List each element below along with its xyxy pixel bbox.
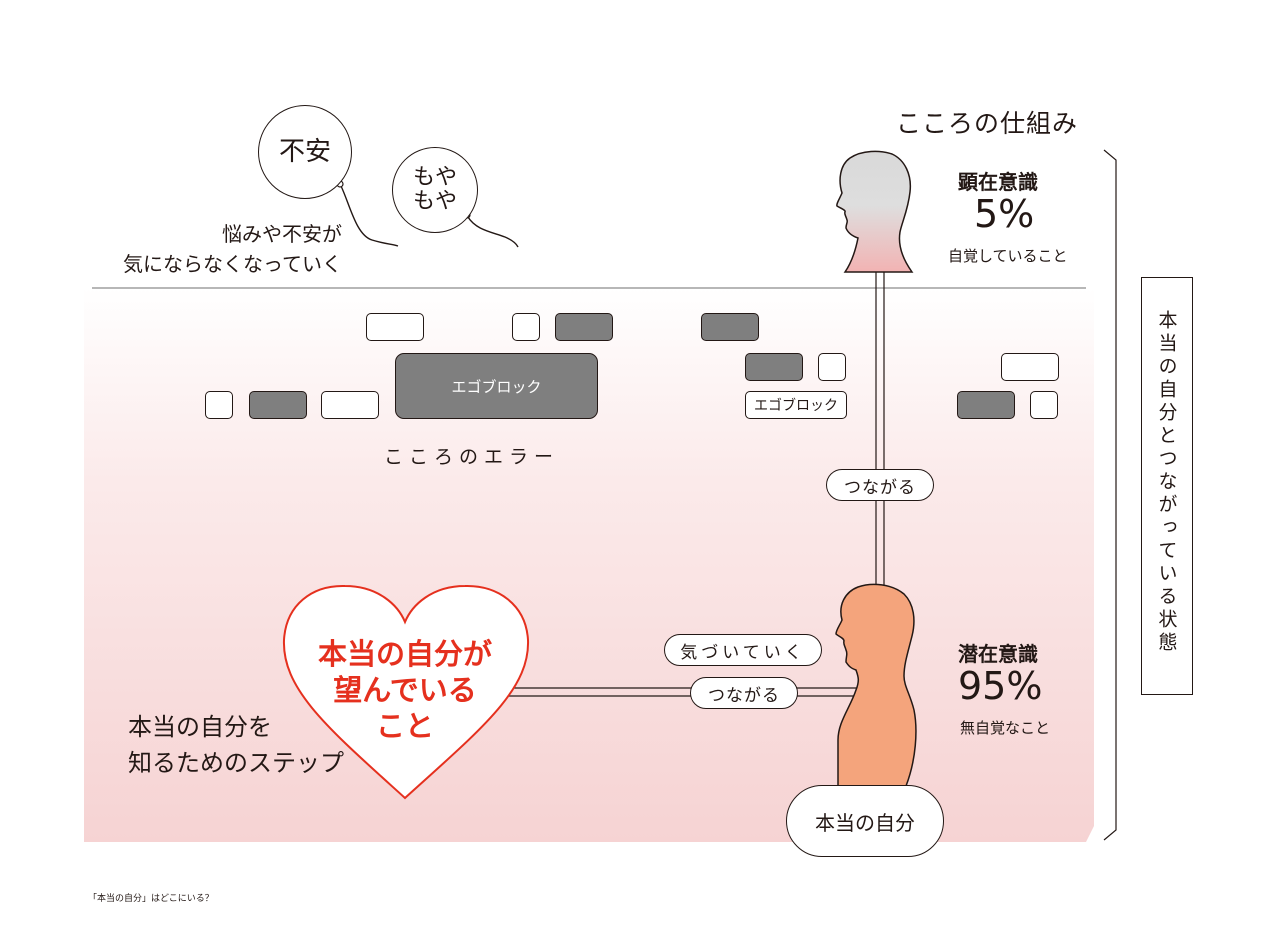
- notice-pill: 気づいていく: [664, 634, 822, 666]
- subconscious-desc: 無自覚なこと: [960, 719, 1051, 737]
- subconscious-label: 潜在意識: [958, 642, 1038, 666]
- ego-block: [321, 391, 379, 419]
- ego-block: [555, 313, 613, 341]
- ego-block: [818, 353, 846, 381]
- steps-text-line1: 本当の自分を: [128, 713, 272, 741]
- ego-block-small: エゴブロック: [745, 391, 847, 419]
- vertical-caption-box: 本当の自分とつながっている状態: [1141, 277, 1193, 695]
- worry-text-line1: 悩みや不安が: [222, 222, 342, 246]
- ego-block-large: エゴブロック: [395, 353, 598, 419]
- moya-bubble-tail: [467, 216, 519, 248]
- subconscious-percent: 95%: [958, 664, 1043, 708]
- anxiety-bubble-tail: [340, 185, 399, 247]
- mind-error-caption: こころのエラー: [384, 446, 560, 468]
- heart-shape: [282, 584, 530, 800]
- ego-block-small-label: エゴブロック: [754, 398, 838, 414]
- ego-block: [205, 391, 233, 419]
- ego-block: [366, 313, 424, 341]
- steps-text-line2: 知るためのステップ: [128, 749, 344, 777]
- moya-bubble-line2: もや: [412, 189, 457, 214]
- conscious-desc: 自覚していること: [948, 247, 1068, 265]
- heart-text-line2: 望んでいる: [333, 673, 477, 707]
- subconscious-body-icon: [835, 583, 917, 787]
- heart-text-line3: こと: [375, 709, 434, 743]
- connect-pill-vertical: つながる: [826, 469, 934, 501]
- anxiety-bubble: 不安: [258, 105, 352, 199]
- steps-text: 本当の自分を 知るためのステップ: [128, 709, 344, 781]
- footer-caption: 「本当の自分」はどこにいる？: [88, 894, 214, 904]
- right-bracket: [1103, 149, 1117, 841]
- ego-block: [957, 391, 1015, 419]
- page-title: こころの仕組み: [896, 109, 1079, 138]
- connect-pill-horizontal: つながる: [690, 677, 798, 709]
- true-self-text: 本当の自分: [815, 810, 915, 835]
- ego-block: [249, 391, 307, 419]
- area-corner: [1086, 288, 1094, 842]
- worry-text-line2: 気にならなくなっていく: [123, 252, 342, 276]
- ego-block: [512, 313, 540, 341]
- heart-text-line1: 本当の自分が: [317, 637, 492, 671]
- true-self-label: 本当の自分: [786, 785, 944, 857]
- ego-block: [745, 353, 803, 381]
- conscious-head-icon: [836, 150, 914, 273]
- heart-text: 本当の自分が 望んでいる こと: [290, 636, 520, 744]
- ego-block: [701, 313, 759, 341]
- conscious-label: 顕在意識: [958, 170, 1038, 194]
- conscious-percent: 5%: [974, 192, 1035, 236]
- worry-text: 悩みや不安が 気にならなくなっていく: [120, 219, 342, 279]
- ego-block: [1001, 353, 1059, 381]
- moya-bubble: もや もや: [392, 147, 478, 233]
- moya-bubble-line1: もや: [412, 164, 457, 190]
- anxiety-bubble-text: 不安: [278, 136, 331, 167]
- vertical-caption: 本当の自分とつながっている状態: [1155, 310, 1178, 655]
- ego-block-large-label: エゴブロック: [451, 377, 542, 396]
- ego-block: [1030, 391, 1058, 419]
